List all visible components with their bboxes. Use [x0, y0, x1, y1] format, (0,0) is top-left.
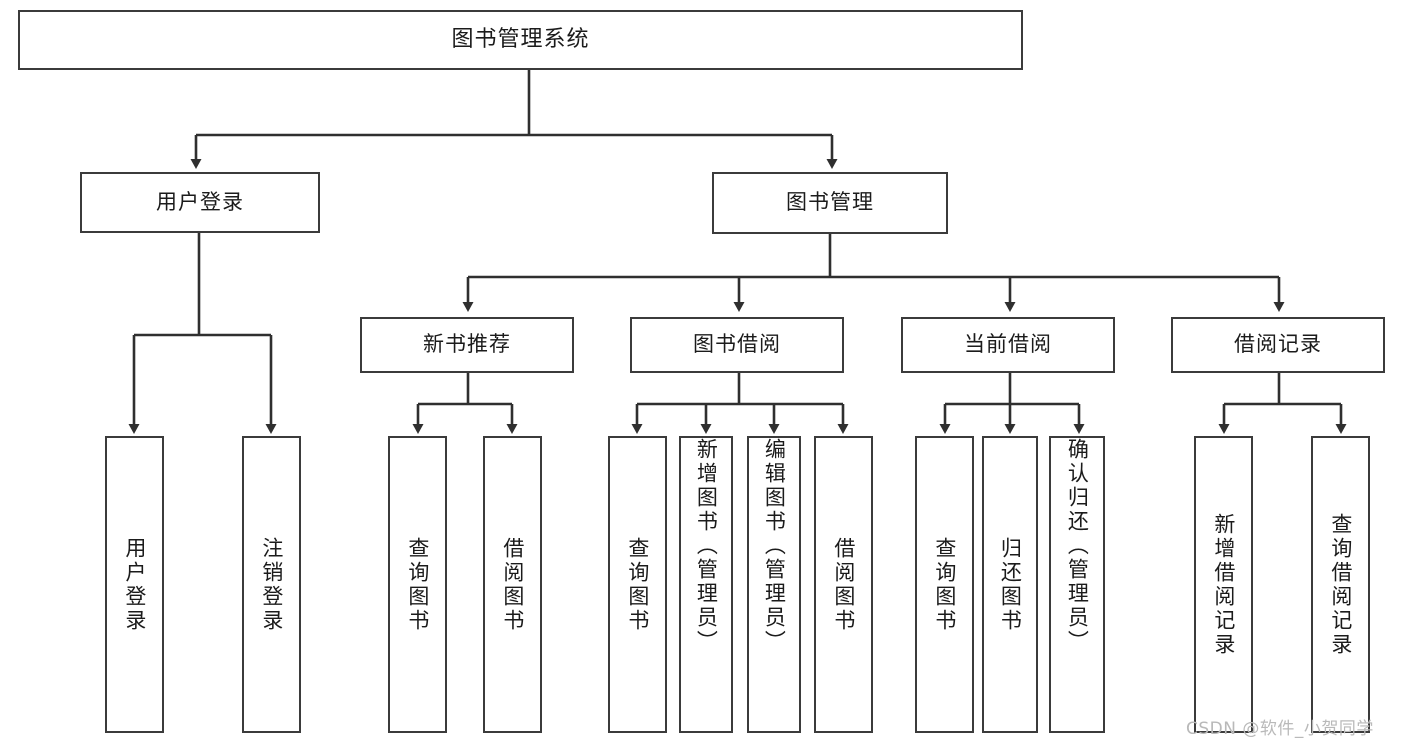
leaf-query-book-2[interactable]: 查询图书: [608, 436, 667, 733]
csdn-watermark: CSDN @软件_小贺同学: [1186, 719, 1374, 739]
leaf-user-login[interactable]: 用户登录: [105, 436, 164, 733]
node-label: 新增图书（管理员）: [694, 438, 719, 654]
node-label: 图书管理: [786, 190, 874, 215]
node-root-system[interactable]: 图书管理系统: [18, 10, 1023, 70]
node-label: 查询图书: [625, 536, 650, 633]
node-label: 当前借阅: [964, 332, 1052, 357]
node-label: 归还图书: [998, 536, 1023, 633]
node-label: 借阅记录: [1234, 332, 1322, 357]
node-label: 用户登录: [156, 189, 244, 214]
leaf-confirm-return[interactable]: 确认归还（管理员）: [1049, 436, 1105, 733]
node-label: 注销登录: [259, 536, 284, 633]
node-label: 图书管理系统: [451, 26, 590, 52]
node-label: 新增借阅记录: [1211, 512, 1236, 657]
node-label: 查询借阅记录: [1328, 512, 1353, 657]
leaf-borrow-book-1[interactable]: 借阅图书: [483, 436, 542, 733]
node-label: 图书借阅: [693, 332, 781, 357]
node-new-book-recommend[interactable]: 新书推荐: [360, 317, 574, 373]
node-label: 查询图书: [932, 536, 957, 633]
leaf-add-borrow-record[interactable]: 新增借阅记录: [1194, 436, 1253, 733]
node-label: 新书推荐: [423, 332, 511, 357]
node-label: 借阅图书: [831, 536, 856, 633]
node-borrow-record[interactable]: 借阅记录: [1171, 317, 1385, 373]
leaf-query-book-3[interactable]: 查询图书: [915, 436, 974, 733]
node-book-borrow[interactable]: 图书借阅: [630, 317, 844, 373]
node-label: 确认归还（管理员）: [1065, 438, 1090, 654]
node-label: 查询图书: [405, 536, 430, 633]
leaf-query-book-1[interactable]: 查询图书: [388, 436, 447, 733]
leaf-query-borrow-record[interactable]: 查询借阅记录: [1311, 436, 1370, 733]
leaf-add-book[interactable]: 新增图书（管理员）: [679, 436, 733, 733]
node-label: 用户登录: [122, 536, 147, 633]
leaf-edit-book[interactable]: 编辑图书（管理员）: [747, 436, 801, 733]
leaf-logout[interactable]: 注销登录: [242, 436, 301, 733]
node-label: 借阅图书: [500, 536, 525, 633]
node-label: 编辑图书（管理员）: [762, 438, 787, 654]
node-user-login[interactable]: 用户登录: [80, 172, 320, 233]
node-book-management[interactable]: 图书管理: [712, 172, 948, 234]
node-current-borrow[interactable]: 当前借阅: [901, 317, 1115, 373]
leaf-return-book[interactable]: 归还图书: [982, 436, 1038, 733]
leaf-borrow-book-2[interactable]: 借阅图书: [814, 436, 873, 733]
